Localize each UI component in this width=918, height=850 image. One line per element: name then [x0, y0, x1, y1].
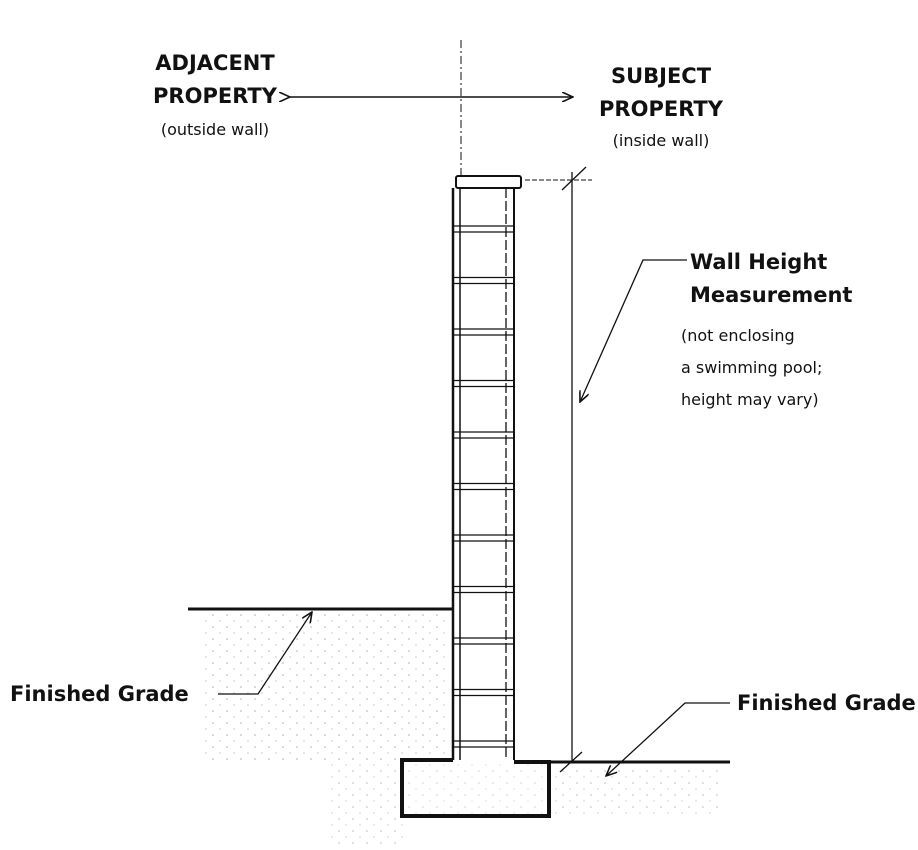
wall: [451, 188, 515, 760]
measurement-line2: Measurement: [690, 283, 853, 307]
subject-note: (inside wall): [612, 131, 710, 150]
measurement-label: Wall Height Measurement: [690, 246, 852, 312]
subject-property-label: SUBJECT PROPERTY: [599, 60, 723, 126]
measurement-notes: (not enclosing a swimming pool; height m…: [681, 320, 822, 416]
height-measurement-line: [525, 166, 592, 773]
footing: [400, 758, 551, 818]
finished-grade-right-label: Finished Grade: [737, 691, 916, 715]
grade-left-leader: [218, 612, 312, 695]
adjacent-line1: ADJACENT: [155, 51, 275, 75]
measurement-line1: Wall Height: [690, 250, 828, 274]
wall-cap: [455, 175, 522, 189]
finished-grade-left-label: Finished Grade: [10, 682, 189, 706]
soil-fill: [205, 612, 722, 845]
measurement-note: (not enclosing: [681, 326, 795, 345]
subject-line2: PROPERTY: [599, 97, 723, 121]
measurement-note: height may vary): [681, 390, 819, 409]
measurement-leader: [580, 259, 687, 402]
measurement-note: a swimming pool;: [681, 358, 823, 377]
grade-right-leader: [606, 702, 730, 776]
adjacent-line2: PROPERTY: [153, 84, 277, 108]
adjacent-property-label: ADJACENT PROPERTY: [153, 47, 277, 113]
adjacent-note: (outside wall): [160, 120, 270, 139]
subject-line1: SUBJECT: [610, 64, 712, 88]
